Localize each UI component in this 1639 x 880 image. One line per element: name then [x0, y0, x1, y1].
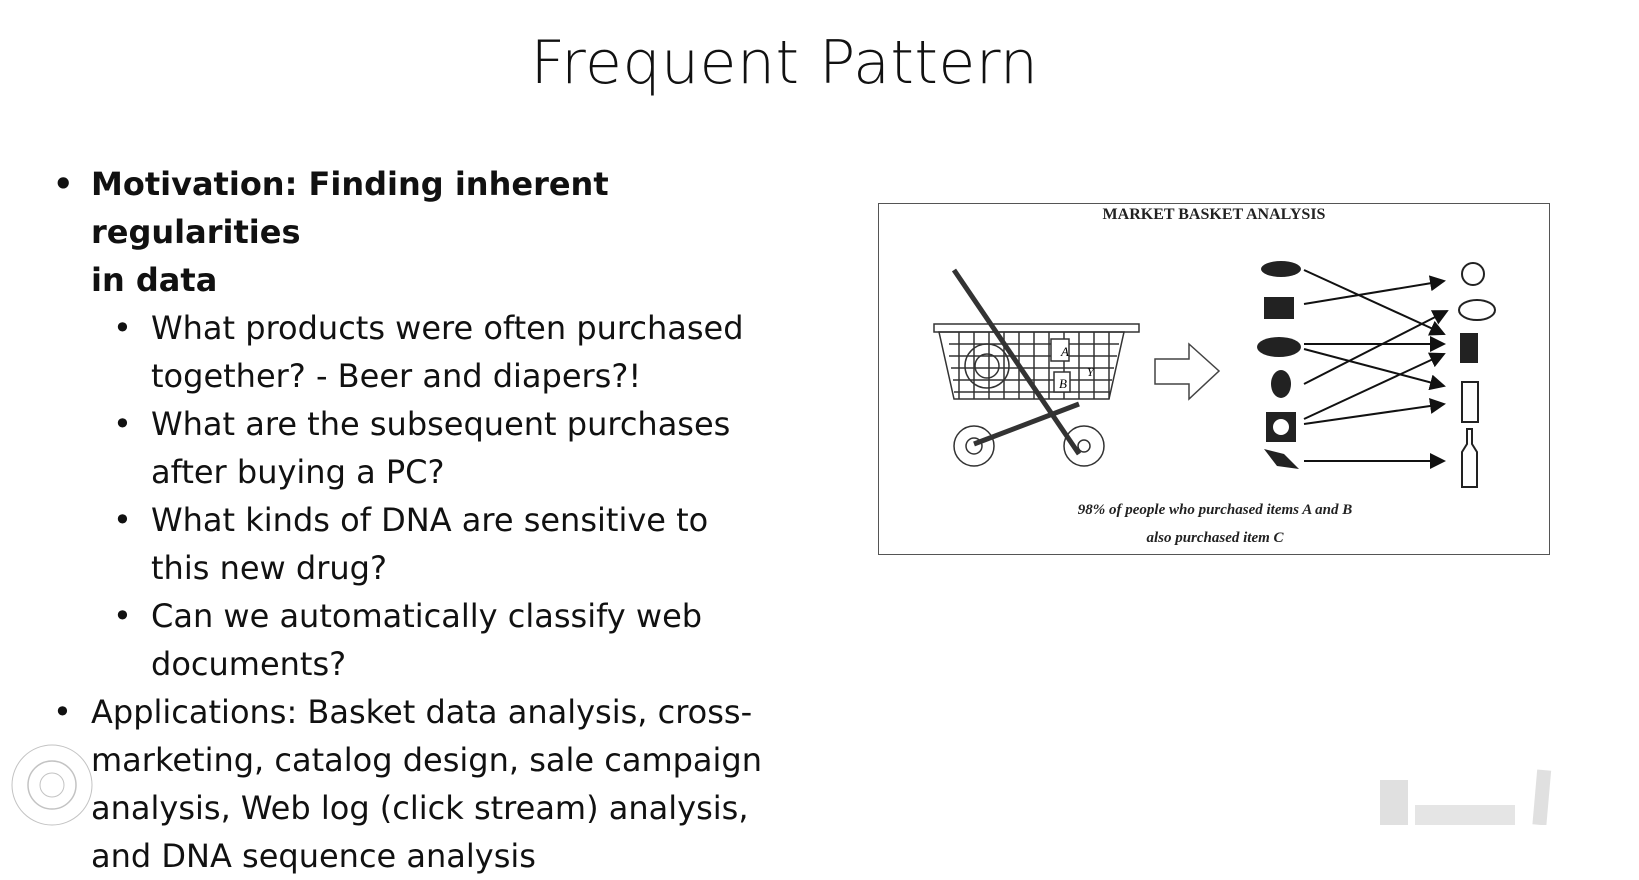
caption-line-1: 98% of people who purchased items A and …: [1077, 502, 1353, 518]
bullet-text: and DNA sequence analysis: [91, 837, 536, 875]
sub-bullet-products: • What products were often purchased toget…: [0, 304, 800, 400]
pisa-skyline-logo: [1380, 769, 1552, 825]
bullet-applications: • Applications: Basket data analysis, cro…: [0, 688, 800, 880]
right-arrow-icon: [1154, 342, 1221, 401]
bullet-text: Applications: Basket data analysis, cros…: [91, 693, 753, 731]
bullet-dot: •: [113, 309, 132, 347]
bullet-text: Can we automatically classify web: [151, 597, 703, 635]
bullet-text: after buying a PC?: [151, 453, 445, 491]
bullet-text: together? - Beer and diapers?!: [151, 357, 642, 395]
sub-bullet-purchases: • What are the subsequent purchases after …: [0, 400, 800, 496]
bullet-dot: •: [113, 405, 132, 443]
bullet-dot: •: [113, 501, 132, 539]
association-arrows: [1303, 269, 1449, 469]
bullet-text: this new drug?: [151, 549, 387, 587]
bullet-text: analysis, Web log (click stream) analysi…: [91, 789, 749, 827]
slide-title: Frequent Pattern: [530, 28, 1039, 98]
bullet-text: Motivation: Finding inherent regularitie…: [91, 165, 609, 251]
shopping-cart-icon: [933, 268, 1140, 467]
bullet-dot: •: [53, 165, 74, 203]
bullet-dot: •: [113, 597, 132, 635]
bullet-list: • Motivation: Finding inherent regulariti…: [0, 160, 800, 880]
product-icons-left: [1257, 261, 1301, 469]
sub-bullet-web: • Can we automatically classify web docume…: [0, 592, 800, 688]
product-icons-right: [1458, 262, 1496, 488]
bullet-text: documents?: [151, 645, 347, 683]
bullet-dot: •: [53, 693, 72, 731]
bullet-text: marketing, catalog design, sale campaign: [91, 741, 763, 779]
bullet-text: in data: [91, 261, 218, 299]
bullet-text: What are the subsequent purchases: [151, 405, 731, 443]
caption-line-2: also purchased item C: [1146, 530, 1284, 546]
sub-bullet-dna: • What kinds of DNA are sensitive to this …: [0, 496, 800, 592]
figure-title: MARKET BASKET ANALYSIS: [1102, 206, 1326, 223]
figure-caption: 98% of people who purchased items A and …: [879, 496, 1551, 552]
cart-label-b: B: [1059, 376, 1067, 391]
market-basket-illustration: A B Y: [933, 261, 1496, 488]
cart-label-y: Y: [1087, 365, 1095, 379]
university-seal-logo: [11, 744, 93, 826]
cart-label-a: A: [1060, 344, 1069, 359]
bullet-text: What kinds of DNA are sensitive to: [151, 501, 709, 539]
bullet-text: What products were often purchased: [151, 309, 744, 347]
market-basket-figure: MARKET BASKET ANALYSIS A B Y: [878, 203, 1550, 555]
bullet-motivation: • Motivation: Finding inherent regulariti…: [0, 160, 800, 304]
